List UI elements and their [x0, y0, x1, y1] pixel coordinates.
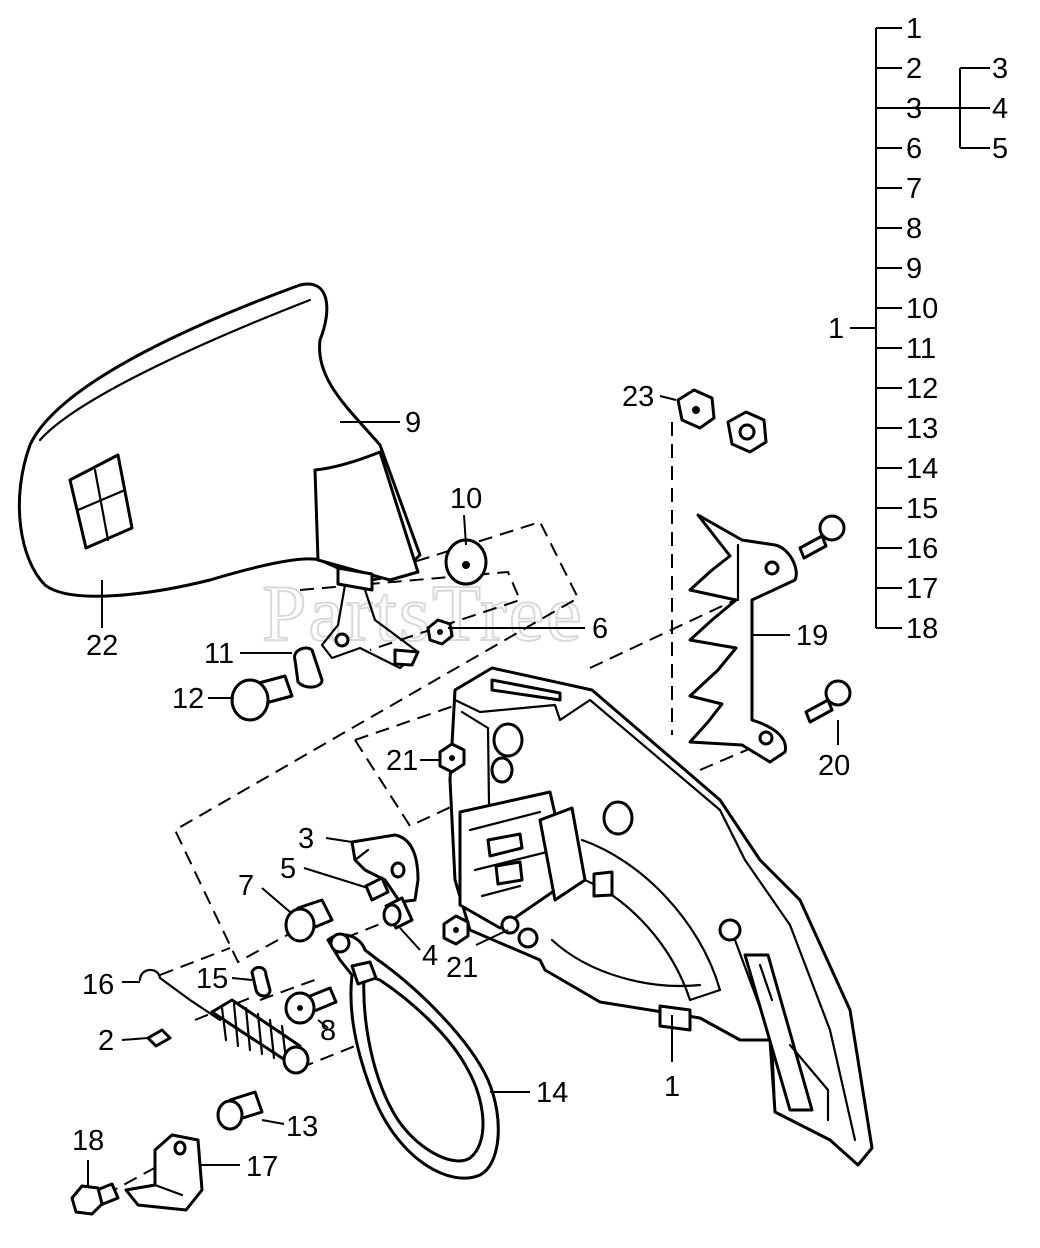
- callout-14: 14: [536, 1077, 568, 1109]
- callout-15: 15: [196, 963, 228, 995]
- screw-20-lower: [804, 679, 852, 724]
- e-clip-11: [293, 646, 324, 689]
- tree-item-label: 14: [906, 453, 938, 485]
- nut-21-lower: [442, 914, 470, 946]
- callout-23: 23: [622, 381, 654, 413]
- callout-8: 8: [320, 1015, 336, 1047]
- leader-lines: [87, 395, 839, 1186]
- chain-brake-handle: [17, 282, 422, 598]
- tree-item-label: 13: [906, 413, 938, 445]
- callout-3: 3: [298, 823, 314, 855]
- callout-1: 1: [664, 1071, 680, 1103]
- tree-item-label: 8: [906, 213, 922, 245]
- callout-5: 5: [280, 853, 296, 885]
- nut-6: [426, 618, 454, 646]
- tree-item-label: 11: [906, 333, 936, 365]
- pin-13: [216, 1090, 264, 1131]
- tree-item-label: 15: [906, 493, 938, 525]
- tree-item-label: 2: [906, 53, 922, 85]
- tree-root-label: 1: [828, 313, 844, 345]
- tree-item-label: 12: [906, 373, 938, 405]
- bracket-17: [124, 1133, 204, 1212]
- clip-2: [146, 1028, 172, 1048]
- brake-lever-bracket: [320, 583, 420, 670]
- callout-10: 10: [450, 483, 482, 515]
- callout-18: 18: [72, 1125, 104, 1157]
- tree-item-label: 10: [906, 293, 938, 325]
- tree-item-label: 1: [906, 13, 922, 45]
- callout-7: 7: [238, 870, 254, 902]
- bushing-4: [382, 896, 414, 930]
- callout-22: 22: [86, 630, 118, 662]
- callout-16: 16: [82, 969, 114, 1001]
- callout-9: 9: [405, 407, 421, 439]
- nut-21-upper: [438, 742, 466, 774]
- callout-20: 20: [818, 750, 850, 782]
- tree-item-label: 17: [906, 573, 938, 605]
- screw-8: [284, 986, 338, 1025]
- callout-21-lower: 21: [446, 952, 478, 984]
- callout-6: 6: [592, 613, 608, 645]
- assembly-guides: [104, 422, 771, 1196]
- screw-18: [70, 1182, 120, 1216]
- clip-15: [250, 966, 272, 998]
- tree-sub-item-label: 5: [992, 133, 1008, 165]
- callout-19: 19: [796, 620, 828, 652]
- tree-item-label: 9: [906, 253, 922, 285]
- pin-12: [230, 674, 294, 722]
- callout-labels: 9 10 6 11 12 22 23 19 20 21 21 3 5 7 4 1…: [72, 381, 850, 1183]
- washer-10: [444, 538, 488, 586]
- hex-nut-23: [676, 388, 768, 454]
- bumper-spike-19: [688, 513, 798, 764]
- callout-12: 12: [172, 683, 204, 715]
- tree-item-label: 7: [906, 173, 922, 205]
- tension-spring: [210, 998, 310, 1075]
- tree-sub-item-label: 3: [992, 53, 1008, 85]
- tree-item-label: 18: [906, 613, 938, 645]
- tree-item-label: 16: [906, 533, 938, 565]
- callout-4: 4: [422, 940, 438, 972]
- spring-wire-16: [138, 968, 222, 1022]
- pin-5: [364, 876, 390, 902]
- pivot-pin-7: [284, 898, 334, 943]
- tree-item-label: 6: [906, 133, 922, 165]
- callout-21-upper: 21: [386, 745, 418, 777]
- callout-17: 17: [246, 1151, 278, 1183]
- callout-2: 2: [98, 1025, 114, 1057]
- screw-20-upper: [798, 514, 846, 560]
- tree-sub-item-label: 4: [992, 93, 1008, 125]
- clutch-cover: [448, 666, 874, 1167]
- watermark-text: PartsTree: [262, 570, 584, 658]
- callout-13: 13: [286, 1111, 318, 1143]
- brake-band-14: [326, 932, 500, 1180]
- callout-11: 11: [204, 638, 234, 670]
- tree-item-label: 3: [906, 93, 922, 125]
